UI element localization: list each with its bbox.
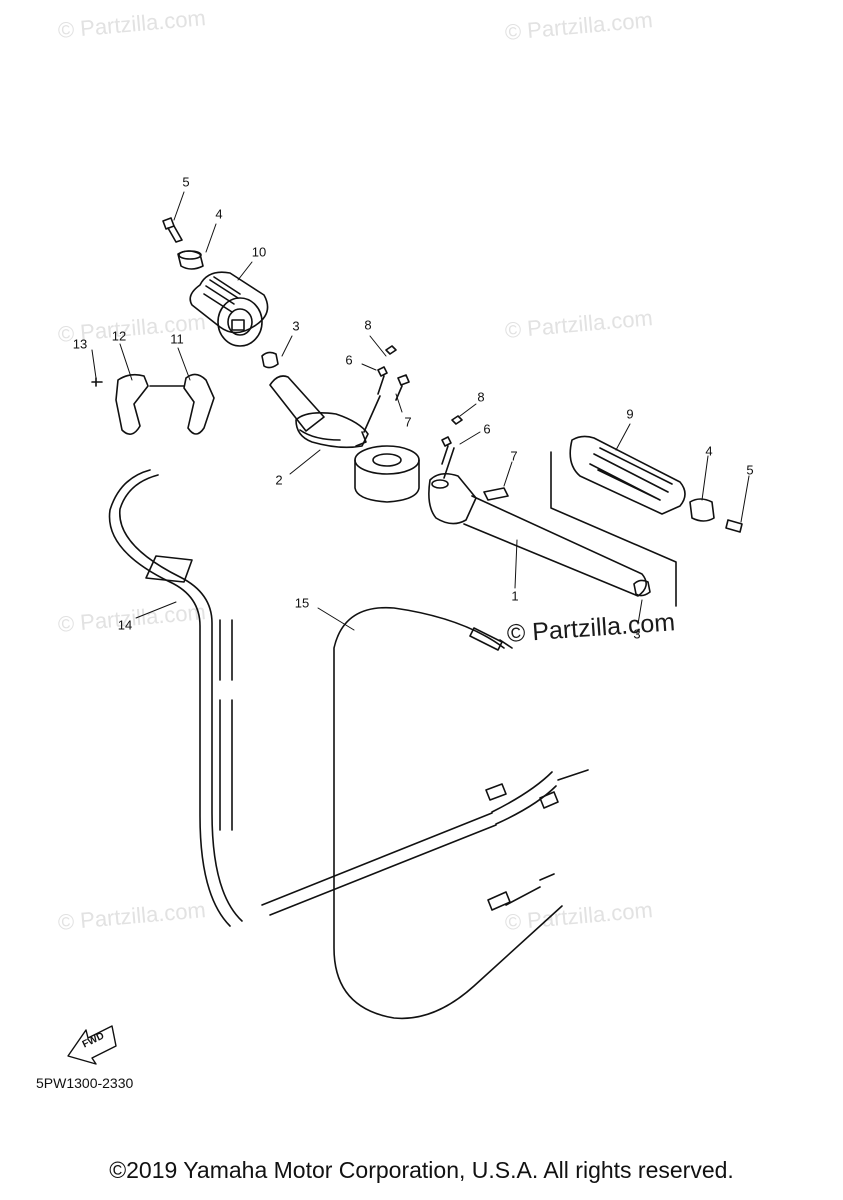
left-handlebar: [269, 375, 369, 449]
callout-number: 15: [294, 595, 310, 611]
callout-number: 3: [292, 318, 300, 334]
throttle-grip: [189, 271, 269, 347]
callout-number: 11: [170, 331, 184, 347]
bar-end-weight-right: [689, 498, 743, 533]
callout-number: 5: [182, 174, 190, 190]
clamp-bolts-right: [441, 415, 509, 501]
collar-part: [261, 351, 279, 369]
callout-number: 12: [111, 328, 127, 344]
callout-number: 4: [215, 206, 223, 222]
callout-number: 4: [705, 443, 713, 459]
callout-number: 10: [251, 244, 267, 260]
callout-number: 13: [72, 336, 88, 352]
assembly-bracket: [550, 451, 677, 607]
callout-number: 6: [345, 352, 353, 368]
callout-number: 7: [404, 414, 412, 430]
forward-arrow-icon: [67, 1025, 117, 1065]
collar-part-right: [633, 579, 651, 597]
callout-number: 6: [483, 421, 491, 437]
callout-number: 5: [746, 462, 754, 478]
damper-collar: [354, 445, 420, 503]
bar-end-weight: [177, 250, 204, 270]
callout-number: 8: [364, 317, 372, 333]
left-grip: [569, 435, 686, 515]
callout-number: 3: [633, 626, 641, 642]
throttle-cables: [108, 469, 589, 927]
callout-number: 8: [477, 389, 485, 405]
choke-cable: [333, 606, 563, 1020]
callout-number: 14: [117, 617, 133, 633]
right-handlebar: [428, 447, 647, 597]
diagram-code: 5PW1300-2330: [36, 1075, 134, 1091]
bolt-part: [162, 217, 183, 243]
callout-number: 7: [510, 448, 518, 464]
clamp-bolts-left: [363, 345, 410, 433]
callout-number: 2: [275, 472, 283, 488]
leader-lines: [91, 191, 750, 631]
switch-housing: [91, 373, 215, 435]
copyright-footer: ©2019 Yamaha Motor Corporation, U.S.A. A…: [109, 1157, 734, 1183]
callout-number: 1: [511, 588, 519, 604]
callout-number: 9: [626, 406, 634, 422]
